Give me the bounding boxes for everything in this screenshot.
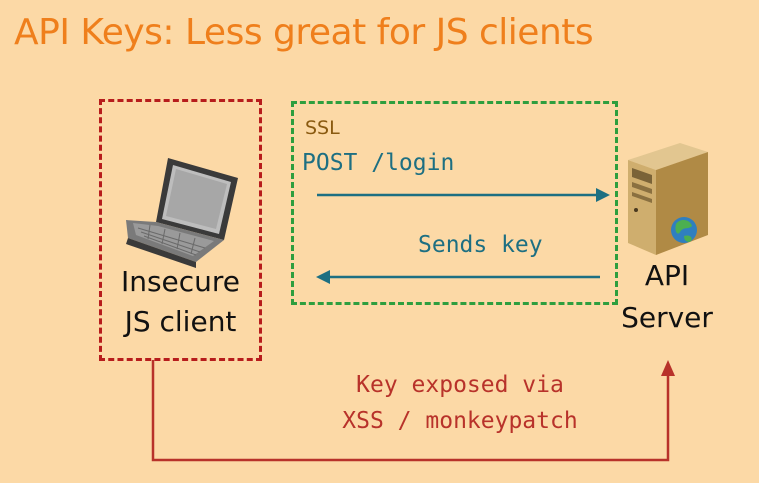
- sends-key-label: Sends key: [418, 232, 543, 258]
- server-tower-icon: [628, 143, 708, 255]
- insecure-client-box: [99, 99, 262, 361]
- response-arrow: [316, 270, 600, 284]
- laptop-icon: [126, 158, 238, 268]
- client-label-line1: Insecure: [120, 265, 241, 298]
- exposure-label-line1: Key exposed via: [356, 372, 564, 398]
- server-label-line1: API: [644, 259, 690, 292]
- post-login-label: POST /login: [302, 150, 455, 176]
- exposure-arrow: [151, 360, 675, 462]
- server-label-line2: Server: [621, 301, 713, 334]
- ssl-channel-box: [291, 101, 618, 305]
- ssl-label: SSL: [305, 117, 340, 139]
- client-label: Insecure JS client: [102, 262, 259, 342]
- exposure-label-line2: XSS / monkeypatch: [342, 408, 578, 434]
- slide-title: API Keys: Less great for JS clients: [14, 12, 594, 53]
- request-arrow: [317, 188, 610, 202]
- client-label-line2: JS client: [124, 305, 237, 338]
- server-label: API Server: [608, 255, 726, 339]
